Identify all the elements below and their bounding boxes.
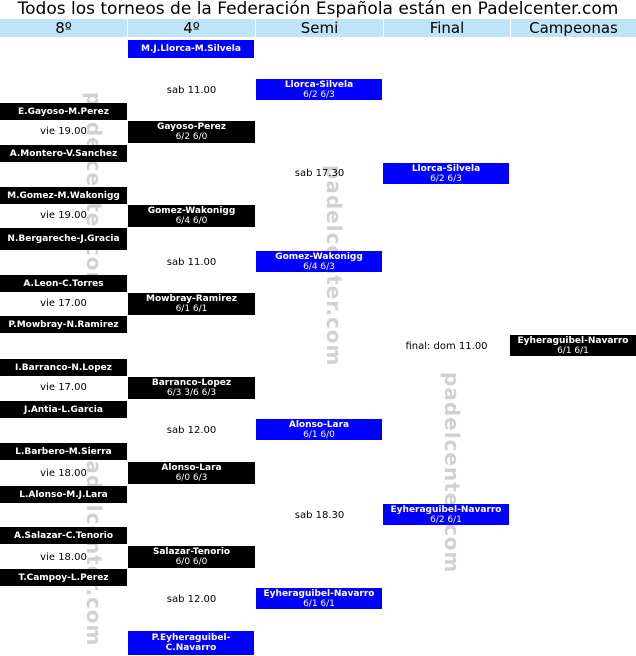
match-time: vie 19.00 [40,126,87,137]
match-time: sab 12.00 [166,594,217,605]
column-header-champions: Campeonas [510,19,636,37]
team-r8-11: A.Salazar-C.Tenorio [0,527,127,544]
match-r4-6: Salazar-Tenorio 6/0 6/0 [128,546,255,568]
match-time: vie 18.00 [40,468,87,479]
match-score: 6/2 6/0 [175,132,208,142]
match-time: vie 19.00 [40,210,87,221]
match-score: 6/1 6/1 [175,304,208,314]
match-score: 6/0 6/3 [175,473,208,483]
watermark: padelcenter.com [82,445,106,647]
match-time: sab 18.30 [294,510,345,521]
seed-team-bottom: P.Eyheraguibel-C.Navarro [128,631,254,655]
match-score: 6/2 6/3 [430,173,462,184]
team-r8-2: A.Montero-V.Sanchez [0,145,127,162]
team-r8-4: N.Bergareche-J.Gracia [0,228,127,250]
team-r8-8: J.Antia-L.Garcia [0,401,127,418]
team-r8-5: A.Leon-C.Torres [0,275,127,292]
match-r4-2: Gomez-Wakonigg 6/4 6/0 [128,205,255,227]
champion-team: Eyheraguibel-Navarro [517,335,629,346]
column-header-4: 4º [127,19,255,37]
match-final-1: Llorca-Silvela 6/2 6/3 [383,163,509,184]
match-time: vie 18.00 [40,552,87,563]
match-semi-1: Llorca-Silvela 6/2 6/3 [256,79,382,100]
match-team: Gomez-Wakonigg [275,251,363,262]
match-team: Barranco-Lopez [151,378,232,388]
match-score: 6/2 6/3 [303,89,335,100]
team-r8-12: T.Campoy-L.Perez [0,569,127,586]
match-score: 6/1 6/0 [303,429,335,440]
match-time: final: dom 11.00 [405,341,488,352]
match-team: Eyheraguibel-Navarro [263,588,375,599]
match-score: 6/2 6/1 [430,514,462,525]
match-r4-5: Alonso-Lara 6/0 6/3 [128,462,255,484]
team-r8-9: L.Barbero-M.Sierra [0,443,127,460]
match-score: 6/0 6/0 [175,557,208,567]
match-time: vie 17.00 [40,382,87,393]
seed-team-top: M.J.Llorca-M.Silvela [128,40,254,58]
match-score: 6/3 3/6 6/3 [166,388,217,398]
champion-box: Eyheraguibel-Navarro 6/1 6/1 [510,335,636,356]
match-team: Mowbray-Ramirez [146,294,237,304]
match-time: sab 17.30 [294,168,345,179]
match-r4-1: Gayoso-Perez 6/2 6/0 [128,121,255,143]
match-semi-2: Gomez-Wakonigg 6/4 6/3 [256,251,382,272]
match-team: Eyheraguibel-Navarro [390,504,502,515]
watermark: padelcenter.com [440,372,464,574]
match-team: Llorca-Silvela [411,163,481,174]
match-team: Salazar-Tenorio [152,547,231,557]
team-r8-10: L.Alonso-M.J.Lara [0,486,127,503]
match-time: sab 11.00 [166,257,217,268]
match-score: 6/1 6/1 [303,598,335,609]
team-r8-1: E.Gayoso-M.Perez [0,103,127,120]
column-header-final: Final [383,19,510,37]
team-r8-3: M.Gomez-M.Wakonigg [0,187,127,204]
page-title: Todos los torneos de la Federación Españ… [17,0,619,19]
match-team: Gomez-Wakonigg [147,206,236,216]
match-r4-3: Mowbray-Ramirez 6/1 6/1 [128,293,255,315]
match-r4-4: Barranco-Lopez 6/3 3/6 6/3 [128,377,255,399]
match-team: Llorca-Silvela [284,79,354,90]
match-team: Alonso-Lara [161,463,222,473]
champion-score: 6/1 6/1 [557,345,589,356]
match-final-2: Eyheraguibel-Navarro 6/2 6/1 [383,504,509,525]
team-r8-7: I.Barranco-N.Lopez [0,359,127,376]
match-team: Gayoso-Perez [157,122,226,132]
match-time: vie 17.00 [40,298,87,309]
match-time: sab 11.00 [166,85,217,96]
match-team: Alonso-Lara [288,419,350,430]
match-semi-3: Alonso-Lara 6/1 6/0 [256,419,382,440]
match-score: 6/4 6/3 [303,261,335,272]
match-score: 6/4 6/0 [175,216,208,226]
team-r8-6: P.Mowbray-N.Ramirez [0,316,127,333]
match-semi-4: Eyheraguibel-Navarro 6/1 6/1 [256,588,382,609]
column-header-semi: Semi [255,19,383,37]
column-header-8: 8º [0,19,127,37]
match-time: sab 12.00 [166,425,217,436]
